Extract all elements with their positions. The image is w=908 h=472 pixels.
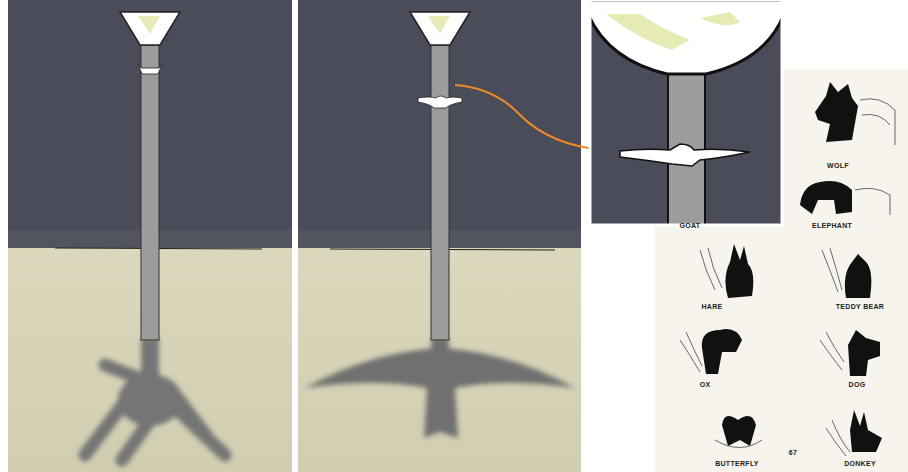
shadow-caption: WOLF [827, 162, 849, 169]
left-panel [8, 0, 292, 472]
bird-shadow [305, 338, 575, 438]
shadow-caption: GOAT [680, 222, 701, 229]
zoom-arrow [455, 85, 603, 150]
shadow-caption: TEDDY BEAR [836, 303, 884, 310]
middle-panel [298, 0, 581, 472]
hand-shadow [85, 338, 225, 460]
shadow-caption: DOG [849, 381, 866, 388]
shadow-caption: HARE [701, 303, 722, 310]
page-number: 67 [789, 449, 797, 456]
shadow-caption: DONKEY [844, 460, 876, 467]
zoom-inset [588, 0, 784, 230]
shadow-caption: BUTTERFLY [715, 460, 759, 467]
shadow-caption: OX [700, 381, 711, 388]
shadow-caption: ELEPHANT [812, 222, 852, 229]
